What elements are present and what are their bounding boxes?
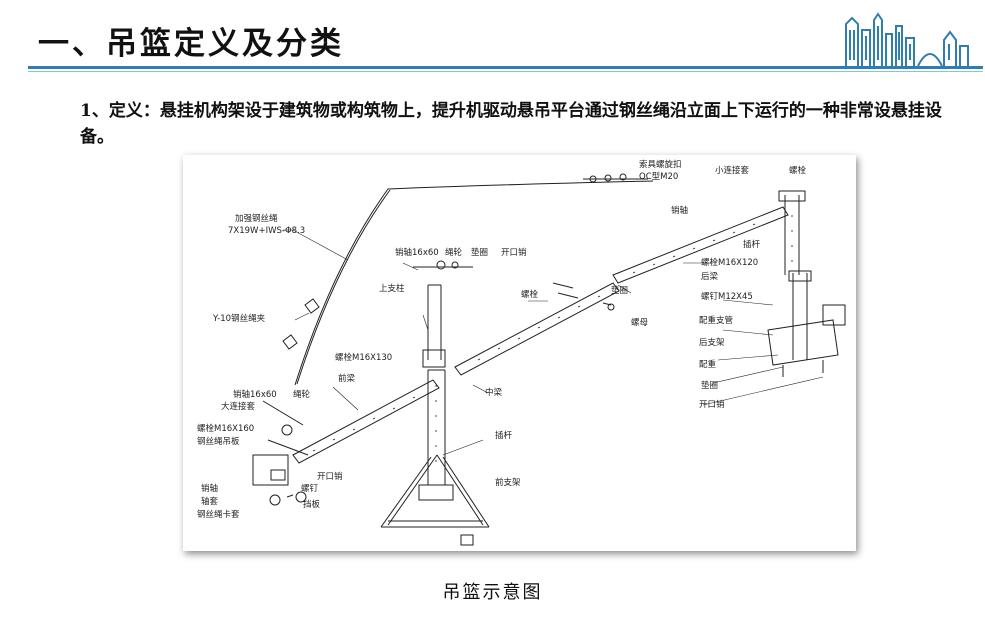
reinforced-rope-line [294,180,654,386]
title-underline-thin [28,71,983,72]
label-rope-hanging-plate: 钢丝绳吊板 [197,436,240,447]
label-bolt-top: 螺栓 [789,165,807,176]
label-pin-shaft-16x60-b: 销轴16x60 [233,389,277,400]
rear-beam-shape [612,206,789,284]
label-middle-beam: 中梁 [485,387,503,398]
label-washer-mid: 垫圈 [611,285,628,296]
hanging-basket-diagram: 加强钢丝绳 7X19W+IWS-Φ8.3 Y-10钢丝绳夹 索具螺旋扣 OC型M… [183,155,856,551]
definition-text: 1、定义：悬挂机构架设于建筑物或构筑物上，提升机驱动悬吊平台通过钢丝绳沿立面上下… [80,101,942,147]
label-bolt-m16x120: 螺栓M16X120 [701,257,758,268]
city-skyline-icon [844,12,978,68]
front-frame-legs [380,454,490,528]
diagram-drawing: 加强钢丝绳 7X19W+IWS-Φ8.3 Y-10钢丝绳夹 索具螺旋扣 OC型M… [197,159,846,546]
label-baffle: 挡板 [303,499,321,510]
label-pin-bottom: 销轴 [201,483,218,494]
label-nut-mid: 螺母 [631,317,648,328]
label-pin-top: 销轴 [671,205,688,216]
rear-insert-rod [778,190,806,275]
label-small-sleeve: 小连接套 [715,165,750,176]
label-rear-beam: 后梁 [701,271,719,282]
rear-frame-post [788,270,812,360]
front-insert-rod [427,369,446,485]
label-rope-clamp: Y-10钢丝绳夹 [212,313,266,324]
label-insert-rod-rear: 插杆 [743,239,761,250]
label-bolt-m16x130: 螺栓M16X130 [335,352,392,363]
label-front-beam: 前梁 [338,373,356,384]
label-rear-frame: 后支架 [699,337,725,348]
label-turnbuckle: 索具螺旋扣 [639,159,682,170]
label-washer-a: 垫圈 [471,247,488,258]
label-cotter-pin-c: 开口销 [317,471,343,482]
label-rope-wheel-b: 绳轮 [293,389,311,400]
label-front-frame: 前支架 [495,477,521,488]
label-pin-shaft-16x60-a: 销轴16x60 [395,247,439,258]
label-screw-bottom: 螺钉 [301,483,319,494]
rear-frame-base [767,319,839,366]
middle-beam-shape [454,282,620,376]
label-turnbuckle-spec: OC型M20 [639,172,678,182]
front-beam-shape [292,379,440,464]
label-screw-m12x45: 螺钉M12X45 [701,291,753,302]
left-pin-assembly [262,400,304,426]
label-big-sleeve: 大连接套 [221,401,256,412]
label-shaft-sleeve: 轴套 [201,496,219,507]
label-bolt-mid: 螺栓 [521,289,539,300]
label-rope-spec: 7X19W+IWS-Φ8.3 [228,226,305,236]
title-underline [28,66,983,69]
counterweight-block [822,304,846,326]
label-rope-clip-sleeve: 钢丝绳卡套 [197,509,240,520]
label-counterweight-tube: 配重支管 [699,315,733,326]
label-bolt-m16x160: 螺栓M16X160 [197,423,254,434]
label-upper-column: 上支柱 [379,283,405,294]
upper-column-shape [422,284,446,368]
label-counterweight: 配重 [699,359,717,370]
label-cotter-pin-a: 开口销 [501,247,527,258]
label-rope-wheel-a: 绳轮 [445,247,463,258]
label-reinforced-rope: 加强钢丝绳 [235,213,278,224]
label-washer-b: 垫圈 [701,380,718,391]
page-title: 一、吊篮定义及分类 [38,26,344,62]
label-insert-rod-front: 插杆 [495,430,513,441]
label-cotter-pin-b: 开口销 [699,399,725,410]
figure-caption: 吊篮示意图 [442,582,543,603]
